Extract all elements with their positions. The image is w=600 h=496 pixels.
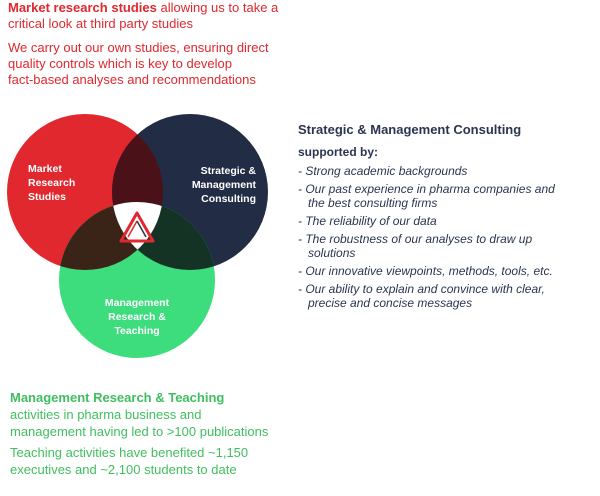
- consulting-item-2-text-cont: the best consulting firms: [308, 196, 438, 210]
- research-line-2: management having led to >100 publicatio…: [10, 424, 269, 439]
- venn-overlap-market-research: [59, 202, 163, 270]
- consulting-item-1-text: - Strong academic backgrounds: [298, 164, 468, 178]
- venn-label-research-line-2: Research &: [108, 311, 166, 323]
- intro-para-line-2: quality controls which is key to develop: [8, 56, 233, 71]
- intro-heading-line-2: critical look at third party studies: [8, 16, 193, 31]
- research-teaching-title: Management Research & Teaching: [10, 390, 225, 405]
- consulting-title: Strategic & Management Consulting: [298, 122, 522, 137]
- consulting-item-4: - The robustness of our analyses to draw…: [298, 232, 598, 260]
- intro-heading-bold: Market research studies: [8, 0, 157, 15]
- research-teaching-description: Management Research & Teaching activitie…: [10, 390, 330, 478]
- consulting-item-3-text: - The reliability of our data: [298, 214, 437, 228]
- intro-heading-line-1: Market research studies allowing us to t…: [8, 0, 338, 16]
- venn-label-strategic-line-2: Management: [192, 179, 257, 191]
- venn-label-market-line-3: Studies: [28, 191, 66, 203]
- consulting-item-6: - Our ability to explain and convince wi…: [298, 282, 598, 310]
- venn-label-strategic-line-1: Strategic &: [201, 165, 257, 177]
- consulting-item-4-text: - The robustness of our analyses to draw…: [298, 232, 533, 246]
- intro-heading-rest: allowing us to take a: [156, 0, 279, 15]
- venn-label-research-line-3: Teaching: [114, 325, 159, 337]
- consulting-item-5: - Our innovative viewpoints, methods, to…: [298, 264, 598, 278]
- venn-overlap-strategic-research: [112, 202, 215, 270]
- intro-para-line-3: fact-based analyses and recommendations: [8, 72, 256, 87]
- teaching-line-2: executives and ~2,100 students to date: [10, 462, 237, 477]
- venn-diagram: Market Research Studies Strategic & Mana…: [7, 114, 268, 358]
- venn-label-market-line-2: Research: [28, 177, 75, 189]
- consulting-description: Strategic & Management Consulting suppor…: [298, 122, 598, 310]
- teaching-line-1: Teaching activities have benefited ~1,15…: [10, 445, 249, 460]
- consulting-item-4-text-cont: solutions: [308, 246, 356, 260]
- consulting-item-6-text: - Our ability to explain and convince wi…: [298, 282, 545, 296]
- intro-para-line-1: We carry out our own studies, ensuring d…: [8, 40, 269, 55]
- consulting-item-5-text: - Our innovative viewpoints, methods, to…: [298, 264, 553, 278]
- center-logo-icon: [119, 211, 155, 243]
- consulting-item-6-text-cont: precise and concise messages: [308, 296, 473, 310]
- venn-label-strategic-line-3: Consulting: [201, 193, 256, 205]
- consulting-item-2-text: - Our past experience in pharma companie…: [298, 182, 555, 196]
- consulting-item-3: - The reliability of our data: [298, 214, 598, 228]
- venn-label-market-line-1: Market: [28, 163, 62, 175]
- consulting-item-2: - Our past experience in pharma companie…: [298, 182, 598, 210]
- research-line-1: activities in pharma business and: [10, 407, 202, 422]
- consulting-item-1: - Strong academic backgrounds: [298, 164, 598, 178]
- market-research-intro: Market research studies allowing us to t…: [8, 0, 338, 88]
- consulting-subtitle: supported by:: [298, 145, 378, 159]
- venn-label-research-line-1: Management: [105, 297, 170, 309]
